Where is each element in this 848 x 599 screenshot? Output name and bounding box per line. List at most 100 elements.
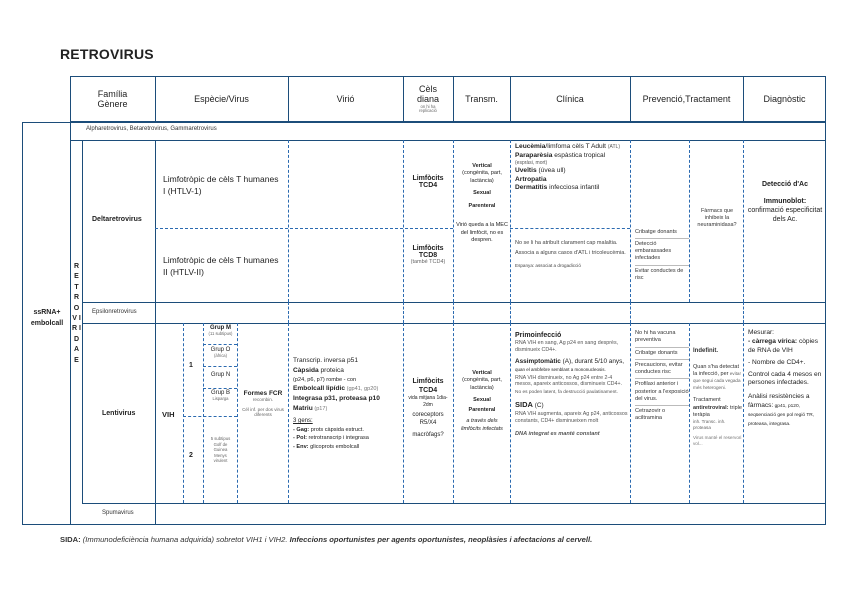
formes-fcr-note: recombin. [252, 397, 274, 402]
header-cells: Cèls diana on hi ha replicació [403, 76, 453, 122]
vir-env-rest: glicoprots embolcall [308, 443, 360, 450]
clin-uveitis-rest: (úvea ull) [536, 167, 566, 174]
footer-sida: SIDA: [60, 535, 81, 544]
prev-l-3: Precaucions, evitar conductes risc [635, 361, 683, 376]
clin-dermatitis: Dermatitis [515, 184, 548, 192]
vih-1: 1 [189, 362, 193, 369]
transm-delta-parenteral: Parenteral [468, 202, 496, 209]
cl-sida-rest: (C) [532, 402, 544, 410]
lenti-label: Lentivirus [102, 410, 136, 417]
prev-delta-3: Evitar conductes de risc [635, 267, 684, 281]
prev-delta: Cribatge donants Detecció embarassades i… [635, 229, 689, 282]
transm-delta: Vertical (congènita, part, lactància) Se… [456, 163, 508, 244]
cl-sida-desc: RNA VIH augmenta, apareix Ag p24, antico… [515, 410, 628, 424]
cells-lenti-2: vida mitjana 1dia- 2dm [408, 395, 448, 408]
htlv2-label: Limfotròpic de cèls T humanes II (HTLV-I… [163, 255, 279, 278]
delta-label: Deltaretrovirus [92, 216, 142, 223]
clin-leucemia: Leucèmia [515, 143, 546, 150]
vir-pol: - Pol: [293, 435, 307, 442]
treatment-lenti: Indefinit. Quan s'ha detectat la infecci… [693, 348, 743, 447]
tr-2: Quan s'ha detectat la infecció, per [693, 363, 739, 377]
prev-l-2: Cribatge donants [635, 349, 678, 356]
dg-6: Anàlisi resistències a fàrmacs: [748, 393, 810, 410]
header-cells-label: Cèls diana [416, 83, 440, 105]
vir-gag: - Gag: [293, 426, 310, 433]
clinic-htlv2: No se li ha atribuït clarament cap malal… [515, 240, 628, 269]
vir-capsida-rest: proteica [318, 366, 344, 374]
vir-matriu-rest: (p17) [312, 405, 328, 412]
vir-capsida: Càpsida [293, 366, 319, 374]
footer-note: SIDA: (Immunodeficiència humana adquirid… [60, 535, 830, 544]
cl-primo-note: RNA VIH en sang, Ag p24 en sang desprès,… [515, 340, 619, 353]
spuma-row: Spumavirus [102, 510, 134, 516]
vir-pol-rest: retrotranscrip i integrasa [306, 435, 369, 442]
htlv1-label: Limfotròpic de cèls T humanes I (HTLV-1) [163, 174, 279, 197]
transm-lenti-note: a través dels limfòcits infectats [461, 418, 503, 432]
transm-delta-vertical-note: (congènita, part, lactància) [462, 170, 502, 184]
tr-1: Indefinit. [693, 348, 718, 354]
clin-paraparesia-rest: espàstica tropical [552, 151, 606, 159]
header-cells-note: on hi ha replicació [419, 103, 437, 114]
grup-b-label: Grup B [210, 390, 230, 396]
prev-l-5: Cetrazovir o aciltramina [635, 408, 666, 422]
cl-sida: SIDA [515, 400, 533, 410]
dg-1: Mesurar: [748, 329, 775, 336]
header-clinic: Clínica [556, 93, 584, 104]
cells-lenti: Limfòcits TCD4 vida mitjana 1dia- 2dm co… [405, 377, 451, 440]
transm-lenti-vertical-note: (congènita, part, lactància) [462, 377, 502, 391]
footer-normal: sobretot VIH1 i VIH2. [214, 535, 288, 544]
cl-assimpt-desc: RNA VIH disminueix, no Ag p24 entre 2-4 … [515, 374, 623, 388]
vir-gag-rest: prots càpsida estruct. [309, 426, 364, 433]
header-transm: Transm. [465, 93, 498, 104]
cl-primo: Primoinfecció [515, 332, 562, 339]
transm-delta-vertical: Vertical [472, 163, 492, 169]
family-vertical-label: R E T R O V I R I D A E [72, 263, 81, 364]
vir-integrasa: Integrasa p31, proteasa p10 [293, 395, 380, 403]
formes-fcr-note2: Cél inf. per dos virus diferents [242, 407, 284, 417]
dg-7: gp41, p120, seqüenciació gen pol regió T… [748, 404, 815, 428]
transm-delta-sexual: Sexual [473, 190, 491, 197]
diag-delta-3: confirmació especificitat dels Ac. [747, 207, 823, 224]
cells-lenti-3: coreceptors R5/X4 [412, 412, 444, 426]
tr-4: antiretroviral: [693, 404, 729, 411]
header-row [70, 76, 826, 122]
diag-lenti: Mesurar: - càrrega vírica: còpies de RNA… [748, 329, 825, 429]
vir-gens: 3 gens: [293, 417, 313, 424]
tr-3: Tractament [693, 397, 721, 404]
header-prevention: Prevenció,Tractament [642, 93, 731, 104]
vih2-subtypes: 5 subtipus Golf de Guinea Menys virulent [210, 436, 231, 464]
header-family: Família Gènere [97, 88, 128, 109]
grup-o-label: Grup O [210, 347, 231, 353]
clin-leucemia-note: (ATL) [607, 144, 620, 150]
clin-dermatitis-rest: infecciosa infantil [547, 184, 600, 192]
clin-h2-2: Associa a alguns casos d'ATL i tricoleuc… [515, 250, 626, 257]
grup-o-note: (àfrica) [213, 353, 228, 358]
formes-fcr: Formes FCR recombin. Cél inf. per dos vi… [239, 390, 287, 417]
header-species: Espècie/Virus [194, 93, 249, 104]
vir-embolcall-rest: (gp41, gp20) [345, 386, 379, 393]
grup-m-label: Grup M [210, 325, 231, 331]
grup-m-note: (11 subtipus) [208, 331, 233, 336]
vir-embolcall: Embolcall lipídic [293, 385, 346, 393]
prev-lenti: No hi ha vacuna preventiva Cribatge dona… [635, 330, 689, 423]
dg-4: - Nombre de CD4+. [748, 358, 806, 366]
cl-assimpt-note: quan el ambfebre semblant a mononucleosi… [515, 367, 606, 373]
header-virion: Virió [336, 93, 355, 104]
tr-5: triple teràpia [693, 404, 742, 418]
cells-htlv2-note: (també TCD4) [410, 259, 446, 265]
cl-latent: No es poden latent, fa destrucció paulat… [515, 390, 618, 396]
virion-lenti: Transcrip. inversa p51 Càpsida proteica … [293, 356, 403, 451]
prev-l-4: Profilaxi anterior i posterior a l'expos… [635, 381, 689, 402]
transm-lenti-sexual: Sexual [473, 397, 491, 404]
diag-delta-1: Detecció d'Ac [761, 181, 808, 188]
clinic-htlv1: Leucèmia/limfoma cèls T Adult (ATL) Para… [515, 143, 629, 193]
transm-lenti-parenteral: Parenteral [468, 406, 496, 413]
alpha-row: Alpharetrovirus, Betaretrovirus, Gammare… [86, 126, 217, 132]
tr-7: Virus manté el reservori vol... [693, 434, 742, 446]
diag-delta-2: Immunoblot: [763, 198, 807, 206]
cl-assimpt-rest: (A), durant 5/10 anys, [560, 357, 625, 365]
epsilon-row: Epsilonretrovirus [92, 309, 137, 315]
page-title: RETROVIRUS [60, 46, 154, 62]
transm-delta-note: Virió queda a la MEC del limfòcit, no es… [456, 222, 508, 243]
cells-htlv1: Limfòcits TCD4 [412, 175, 444, 189]
